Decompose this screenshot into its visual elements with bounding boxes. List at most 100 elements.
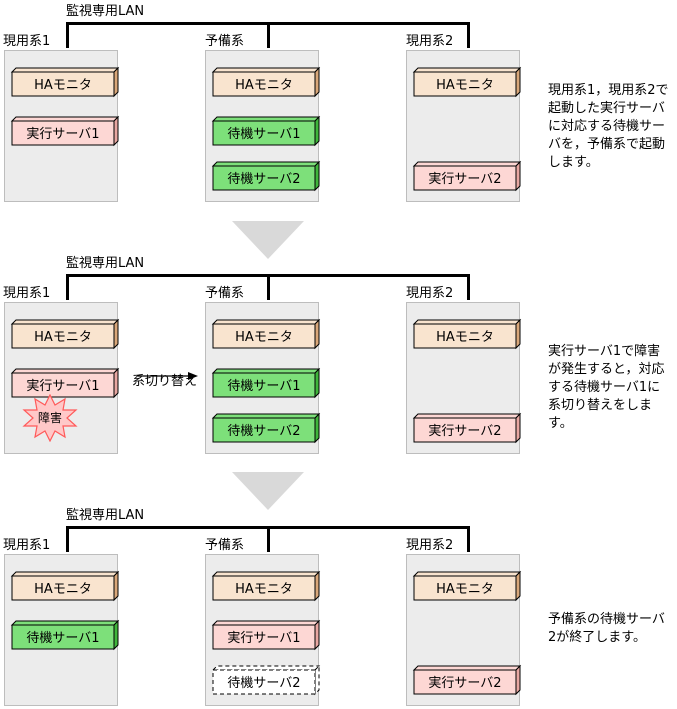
ha-monitor-box: HAモニタ: [412, 570, 522, 602]
box-label: HAモニタ: [34, 582, 92, 597]
box-label: HAモニタ: [34, 330, 92, 345]
down-arrow-icon: [232, 221, 304, 259]
box-label: 待機サーバ2: [227, 172, 301, 187]
exec-server-box: 実行サーバ1: [211, 619, 321, 651]
box-shape: [412, 412, 522, 444]
box-label: 実行サーバ1: [26, 379, 100, 394]
box-shape: [10, 619, 120, 651]
box-label: 実行サーバ2: [428, 676, 502, 691]
ha-monitor-box: HAモニタ: [10, 570, 120, 602]
fault-star-icon: [22, 394, 78, 442]
ha-monitor-box: HAモニタ: [10, 318, 120, 350]
exec-server-box: 実行サーバ2: [412, 664, 522, 696]
box-shape: [211, 570, 321, 602]
box-shape: [412, 66, 522, 98]
lan-stub: [267, 526, 270, 552]
box-label: 待機サーバ1: [227, 379, 301, 394]
box-label: HAモニタ: [436, 330, 494, 345]
standby-server-box: 待機サーバ2: [211, 412, 321, 444]
desc-line: 予備系の待機サーバ: [548, 612, 665, 627]
desc-line: 系切り替えをしま: [548, 398, 653, 413]
desc-line: に対応する待機サー: [548, 119, 666, 134]
lan-stub: [66, 274, 69, 300]
host-label-active1: 現用系1: [3, 286, 51, 301]
host-label-spare: 予備系: [205, 286, 245, 301]
fault-label: 障害: [37, 411, 62, 425]
host-label-active1: 現用系1: [3, 538, 51, 553]
exec-server-box: 実行サーバ2: [412, 160, 522, 192]
standby-server-box: 待機サーバ2: [211, 160, 321, 192]
switchover-label: 系切り替え: [132, 374, 198, 389]
box-label: HAモニタ: [235, 78, 293, 93]
host-label-active1: 現用系1: [3, 34, 51, 49]
desc-line: 実行サーバ1で障害: [548, 344, 661, 359]
down-arrow-icon: [232, 472, 304, 510]
standby-server-box: 待機サーバ1: [211, 115, 321, 147]
box-shape: [10, 115, 120, 147]
ha-monitor-box: HAモニタ: [10, 66, 120, 98]
box-label: HAモニタ: [235, 330, 293, 345]
box-shape: [10, 570, 120, 602]
box-shape: [211, 160, 321, 192]
box-label: 待機サーバ1: [26, 631, 100, 646]
box-label: 待機サーバ2: [227, 676, 301, 691]
box-shape: [412, 318, 522, 350]
desc-line: 2が終了します。: [548, 630, 646, 645]
box-label: HAモニタ: [436, 78, 494, 93]
step-description: 現用系1，現用系2で 起動した実行サーバ に対応する待機サー バを，予備系で起動…: [548, 82, 677, 172]
lan-stub: [66, 22, 69, 48]
ha-monitor-box: HAモニタ: [211, 570, 321, 602]
exec-server-box: 実行サーバ1: [10, 367, 120, 399]
box-label: HAモニタ: [436, 582, 494, 597]
ha-monitor-box: HAモニタ: [211, 66, 321, 98]
ha-monitor-box: HAモニタ: [412, 66, 522, 98]
right-arrow-icon: [138, 372, 198, 380]
lan-stub: [467, 274, 470, 300]
desc-line: バを，予備系で起動: [548, 137, 666, 152]
box-label: 待機サーバ1: [227, 127, 301, 142]
ha-monitor-box: HAモニタ: [211, 318, 321, 350]
lan-stub: [66, 526, 69, 552]
box-shape: [211, 66, 321, 98]
box-shape: [412, 160, 522, 192]
box-shape: [211, 664, 321, 696]
desc-line: 起動した実行サーバ: [548, 101, 665, 116]
box-shape: [211, 115, 321, 147]
desc-line: が発生すると，対応: [548, 362, 665, 377]
desc-line: します。: [548, 155, 599, 170]
host-label-active2: 現用系2: [406, 538, 454, 553]
box-shape: [10, 367, 120, 399]
box-label: HAモニタ: [34, 78, 92, 93]
box-label: 実行サーバ1: [227, 631, 301, 646]
box-label: 実行サーバ2: [428, 172, 502, 187]
box-shape: [211, 619, 321, 651]
box-label: 実行サーバ1: [26, 127, 100, 142]
lan-label: 監視専用LAN: [66, 508, 145, 523]
box-shape: [10, 318, 120, 350]
box-label: 待機サーバ2: [227, 424, 301, 439]
box-shape: [211, 412, 321, 444]
standby-server-box: 待機サーバ1: [211, 367, 321, 399]
lan-label: 監視専用LAN: [66, 4, 145, 19]
desc-line: する待機サーバ1に: [548, 380, 661, 395]
box-shape: [10, 66, 120, 98]
box-label: 実行サーバ2: [428, 424, 502, 439]
box-label: HAモニタ: [235, 582, 293, 597]
box-shape: [211, 318, 321, 350]
desc-line: す。: [548, 416, 573, 431]
lan-stub: [267, 274, 270, 300]
exec-server-box: 実行サーバ1: [10, 115, 120, 147]
lan-stub: [267, 22, 270, 48]
host-label-spare: 予備系: [205, 34, 245, 49]
host-label-spare: 予備系: [205, 538, 245, 553]
lan-label: 監視専用LAN: [66, 256, 145, 271]
ended-standby-server-box: 待機サーバ2: [211, 664, 321, 696]
box-shape: [211, 367, 321, 399]
step-description: 実行サーバ1で障害 が発生すると，対応 する待機サーバ1に 系切り替えをしま す…: [548, 343, 677, 433]
step-description: 予備系の待機サーバ 2が終了します。: [548, 611, 677, 647]
ha-monitor-box: HAモニタ: [412, 318, 522, 350]
host-label-active2: 現用系2: [406, 34, 454, 49]
box-shape: [412, 664, 522, 696]
host-label-active2: 現用系2: [406, 286, 454, 301]
